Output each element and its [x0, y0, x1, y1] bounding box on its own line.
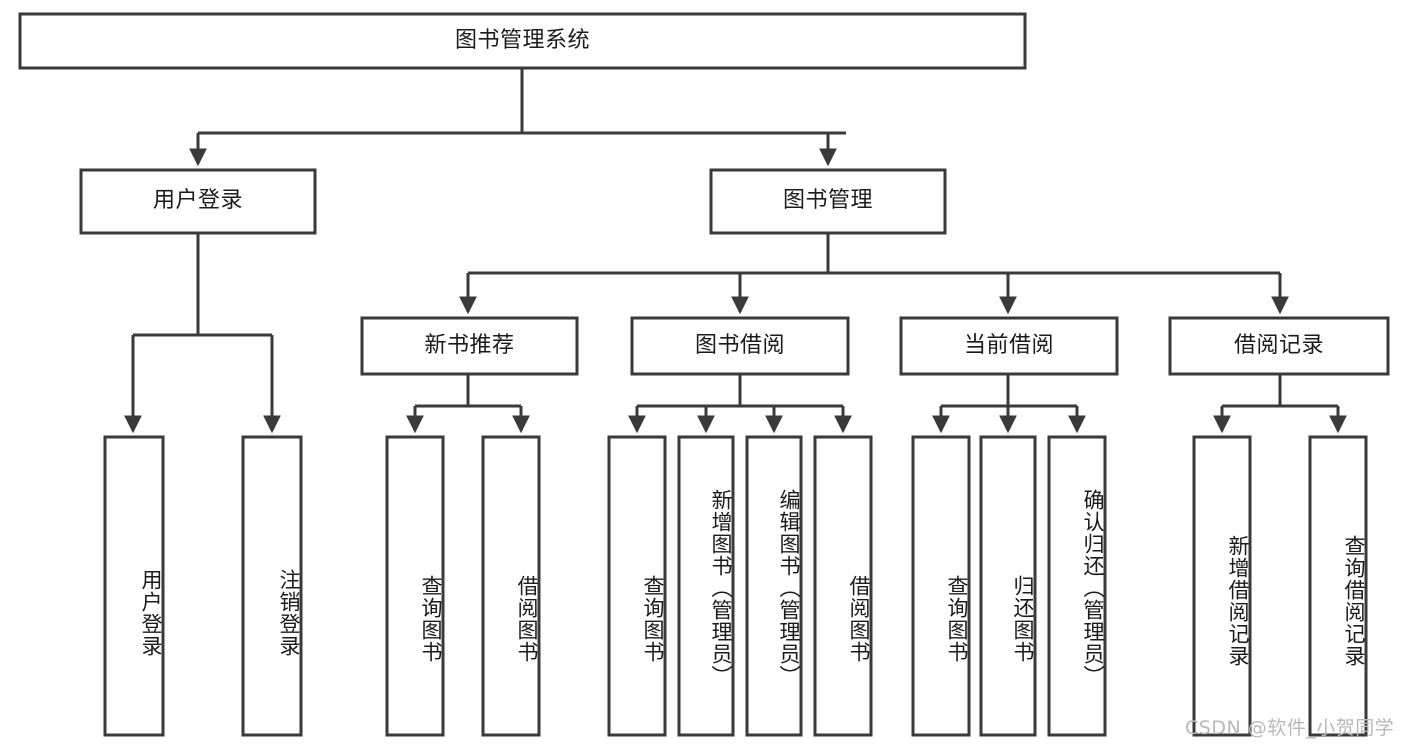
- leaf-book-borrow-3[interactable]: [813, 435, 873, 737]
- node-new-book-recommend[interactable]: [360, 316, 579, 376]
- connector-borrow-to-leaves: [628, 374, 852, 434]
- leaf-borrow-record-0[interactable]: [1192, 435, 1252, 737]
- connector-current-to-leaves: [932, 374, 1086, 434]
- leaf-user-login-0[interactable]: [103, 435, 165, 737]
- connector-root-to-level2: [189, 68, 846, 167]
- leaf-current-borrow-0[interactable]: [911, 435, 971, 737]
- leaf-book-borrow-2[interactable]: [745, 435, 803, 737]
- connector-record-to-leaves: [1213, 374, 1347, 434]
- node-borrow-record[interactable]: [1168, 316, 1390, 376]
- leaf-current-borrow-1[interactable]: [979, 435, 1037, 737]
- leaf-book-borrow-0[interactable]: [607, 435, 667, 737]
- node-current-borrow[interactable]: [899, 316, 1119, 376]
- leaf-book-borrow-1[interactable]: [677, 435, 735, 737]
- leaf-new-book-0[interactable]: [385, 435, 445, 737]
- leaf-user-login-1[interactable]: [241, 435, 303, 737]
- node-book-borrow[interactable]: [630, 316, 850, 376]
- connector-userlogin-to-leaves: [124, 233, 281, 434]
- node-book-management[interactable]: [709, 168, 947, 235]
- leaf-borrow-record-1[interactable]: [1308, 435, 1368, 737]
- leaf-new-book-1[interactable]: [481, 435, 541, 737]
- connector-newbook-to-leaves: [406, 374, 530, 434]
- leaf-current-borrow-2[interactable]: [1047, 435, 1107, 737]
- node-root[interactable]: [18, 12, 1027, 70]
- connector-bookmgmt-to-level3: [459, 233, 1289, 315]
- node-user-login[interactable]: [79, 168, 317, 235]
